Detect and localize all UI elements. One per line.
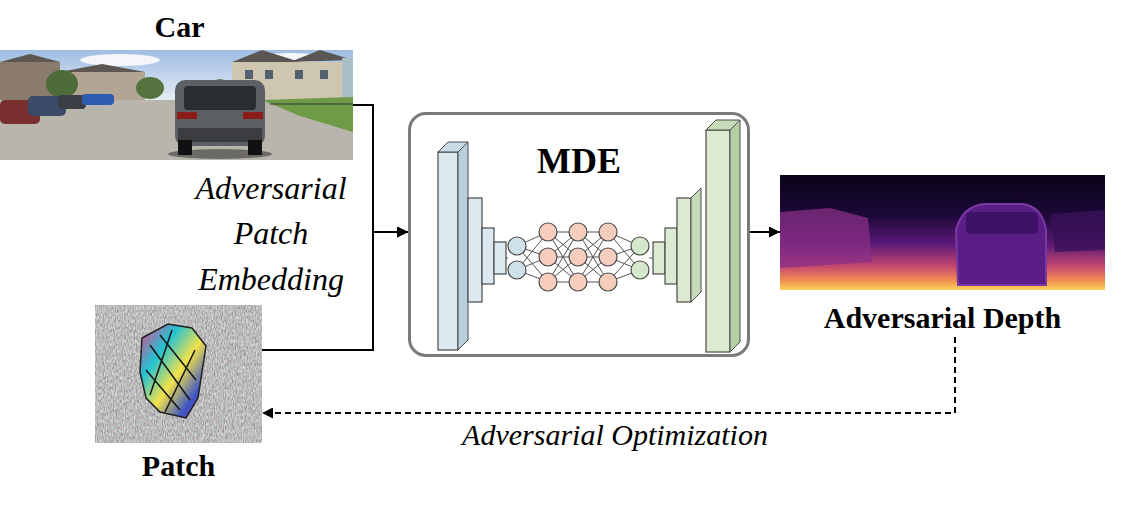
feedback-arrow (262, 337, 955, 413)
car-photo (0, 50, 353, 160)
network-illustration (438, 120, 740, 352)
patch-image (95, 305, 262, 443)
flow-arrow (750, 231, 780, 233)
node-title: MDE (537, 141, 621, 182)
image-node: Adversarial Depth (780, 175, 1105, 337)
model-box: MDE (408, 112, 750, 357)
node-title: Adversarial Depth (824, 301, 1061, 336)
annotation-label: Adversarial Patch Embedding (176, 166, 366, 302)
node-title: Car (155, 10, 205, 45)
image-node: Patch (95, 305, 262, 485)
depth-map (780, 175, 1105, 290)
node-title: Patch (142, 449, 215, 484)
edge-label: Adversarial Optimization (415, 418, 815, 453)
image-node: Car (0, 10, 353, 160)
flow-arrow (353, 105, 408, 232)
